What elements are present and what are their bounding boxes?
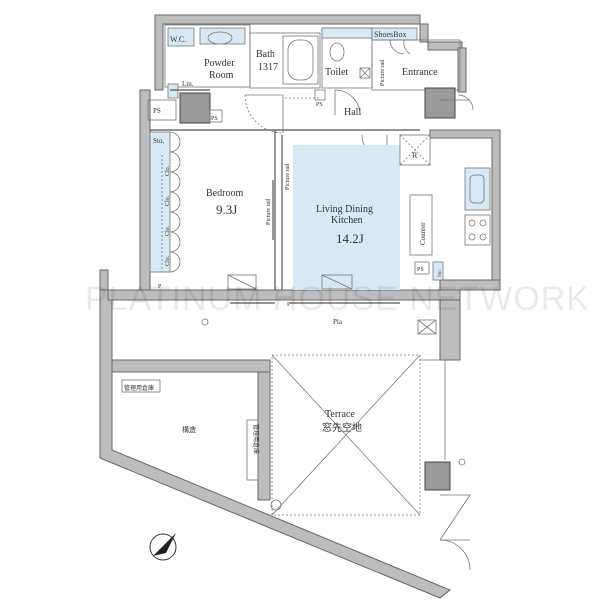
toilet-label: Toilet [325,67,348,78]
wc-label: W.C. [170,35,186,44]
ldk-label: Living Dining [316,204,373,215]
ps-label: PS [153,107,161,115]
closet-label: Clo. [165,255,171,266]
closet-label: Clo. [165,195,171,206]
ps-label-2: PS [211,116,218,122]
column [424,461,451,491]
hall-label: Hall [344,107,361,118]
ldk-size-label: 14.2J [336,231,364,246]
counter-label: Counter [419,222,427,245]
bedroom-label: Bedroom [206,188,243,199]
watermark: PLATINUM HOUSE NETWORK [85,280,590,318]
ps-label-4: PS [417,267,424,273]
top-rooms [164,24,461,99]
ldk-label-2: Kitchen [331,215,363,226]
linen-label: Lin. [182,80,194,88]
bedroom [149,129,420,290]
terrace-jp-label: 窓先空地 [322,421,362,434]
picture-rail-label-2: Picture rail [285,163,291,190]
north-arrow-icon [149,533,177,561]
terrace-label: Terrace [325,409,355,420]
storage-label: Sto. [153,137,164,145]
storage-jp-label: 管理用倉庫 [124,384,154,392]
p-label-2: P [287,302,291,308]
shoes-box-label: ShoesBox [374,30,406,39]
storage-label-2: Sto. [438,269,443,277]
powder-room-label: Powder [204,58,235,69]
bath-label: Bath [256,49,275,60]
terrace [270,354,466,516]
closet-label: Clo. [165,225,171,236]
bath-size-label: 1317 [258,62,278,73]
refrigerator-label: R [412,151,418,160]
pla-label: Pla [333,318,343,326]
living-dining-kitchen [281,134,491,290]
p-label: P [158,284,162,290]
bedroom-size-label: 9.3J [216,202,237,217]
closet-label: Clo. [165,165,171,176]
structure-label: 構造 [182,425,196,434]
picture-rail-entrance-label: Picture rail [380,59,386,86]
picture-rail-label: Picture rail [266,198,272,225]
doors [244,89,474,571]
storage-jp-label-2: 管理用倉庫 [252,424,260,454]
ps-label-3: PS [316,102,323,108]
column [424,87,456,119]
entrance-label: Entrance [402,67,438,78]
powder-room-label-2: Room [209,70,234,81]
column [179,92,211,124]
